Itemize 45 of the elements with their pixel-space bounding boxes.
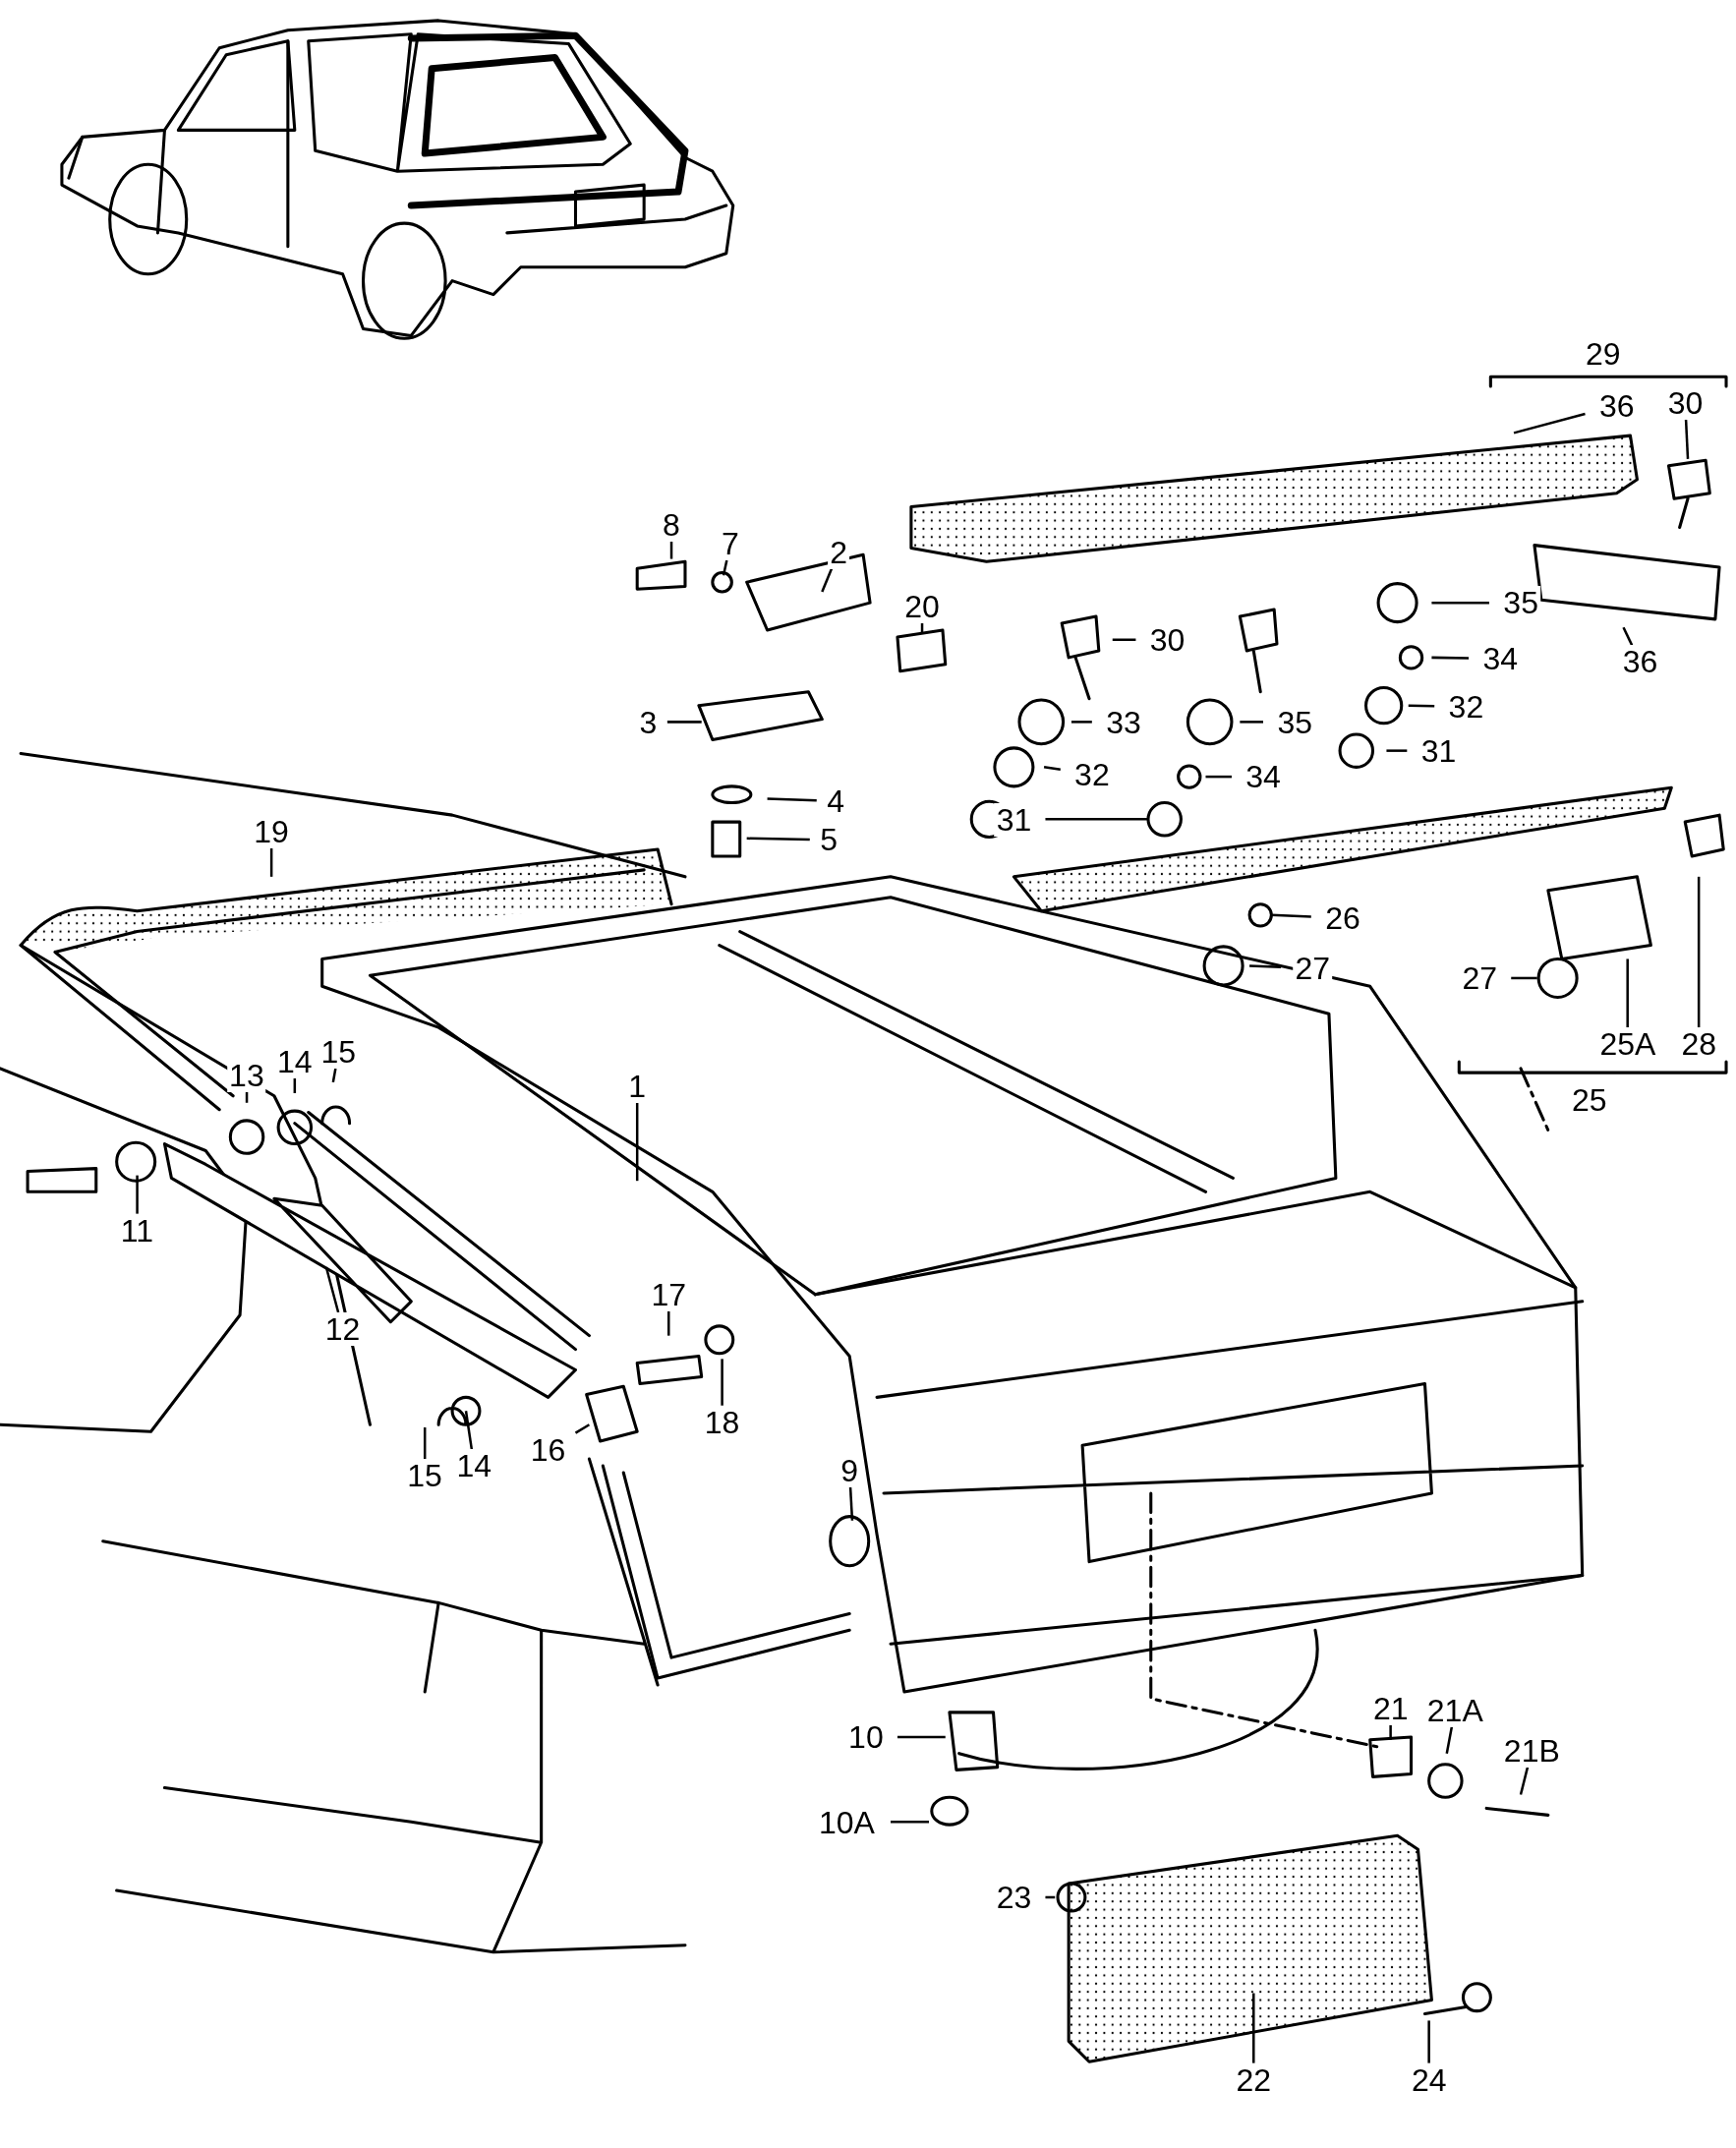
leader-line xyxy=(1431,601,1489,605)
leader-line xyxy=(1043,766,1061,771)
leader-line xyxy=(574,1423,591,1434)
leader-line xyxy=(423,1427,427,1460)
leader-line xyxy=(722,559,728,576)
leader-line xyxy=(1249,964,1282,969)
leader-line xyxy=(767,797,817,802)
leader-line xyxy=(848,1485,854,1521)
leader-line xyxy=(1045,818,1148,821)
leader-line xyxy=(1252,1993,1255,2063)
leader-line xyxy=(464,1411,474,1450)
leader-line xyxy=(669,541,673,559)
leader-line xyxy=(324,1266,340,1313)
leader-line xyxy=(1386,749,1408,752)
leader-line xyxy=(1045,1895,1056,1899)
leader-line xyxy=(897,1735,946,1739)
leader-line xyxy=(1240,721,1263,724)
leader-line xyxy=(1389,1724,1392,1740)
leader-line xyxy=(331,1068,337,1083)
leader-line xyxy=(1071,721,1092,724)
leader-line xyxy=(746,837,810,842)
leader-line xyxy=(1112,638,1136,641)
leader-line xyxy=(1519,1767,1530,1795)
leader-line xyxy=(1684,419,1690,459)
leader-line xyxy=(667,1310,670,1336)
leader-line xyxy=(1408,704,1435,708)
leader-line xyxy=(136,1175,139,1214)
leader-line xyxy=(891,1821,929,1824)
leader-line xyxy=(269,847,273,877)
leader-line xyxy=(1513,412,1586,435)
leader-line xyxy=(1622,626,1634,646)
leader-line xyxy=(1511,976,1537,980)
leader-line xyxy=(1697,876,1701,1028)
leader-line xyxy=(1271,913,1311,918)
leader-line xyxy=(821,567,834,593)
callout-number: 29 xyxy=(1585,336,1622,371)
leader-line xyxy=(721,1359,723,1406)
leader-line xyxy=(1427,2020,1430,2063)
leader-line xyxy=(1431,656,1470,660)
leader-line xyxy=(1205,775,1232,779)
leader-line xyxy=(1445,1725,1454,1754)
callout-number: 25 xyxy=(1571,1083,1608,1118)
leader-line xyxy=(666,721,702,724)
leader-line xyxy=(635,1102,639,1182)
leader-line xyxy=(1626,958,1629,1028)
